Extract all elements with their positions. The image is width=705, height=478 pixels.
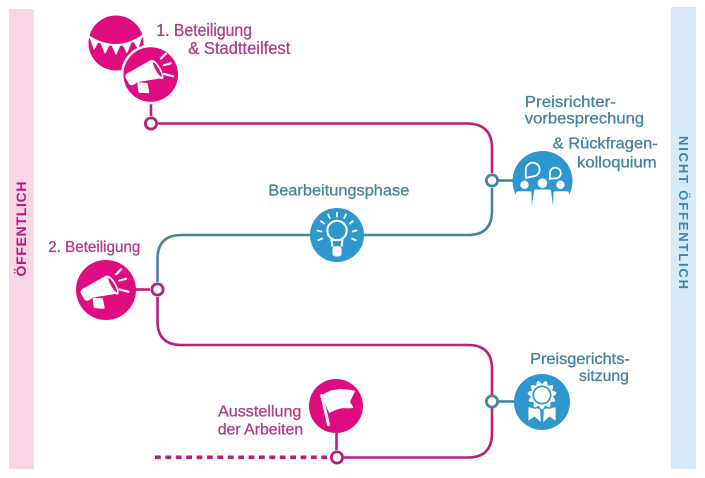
svg-text:Ausstellung: Ausstellung [218, 404, 301, 421]
svg-text:& Rückfragen-: & Rückfragen- [553, 136, 658, 153]
svg-text:NICHT ÖFFENTLICH: NICHT ÖFFENTLICH [676, 136, 691, 289]
svg-text:sitzung: sitzung [579, 368, 629, 385]
svg-text:Preisgerichts-: Preisgerichts- [530, 351, 630, 368]
svg-text:Preisrichter-: Preisrichter- [525, 94, 616, 111]
svg-text:vorbesprechung: vorbesprechung [525, 111, 644, 128]
svg-text:2. Beteiligung: 2. Beteiligung [48, 239, 140, 256]
svg-text:Bearbeitungsphase: Bearbeitungsphase [268, 183, 409, 200]
svg-text:kolloquium: kolloquium [577, 155, 657, 172]
svg-text:ÖFFENTLICH: ÖFFENTLICH [13, 182, 29, 277]
svg-text:der Arbeiten: der Arbeiten [218, 422, 304, 439]
svg-text:& Stadtteilfest: & Stadtteilfest [188, 38, 290, 58]
svg-text:1. Beteiligung: 1. Beteiligung [156, 20, 252, 40]
